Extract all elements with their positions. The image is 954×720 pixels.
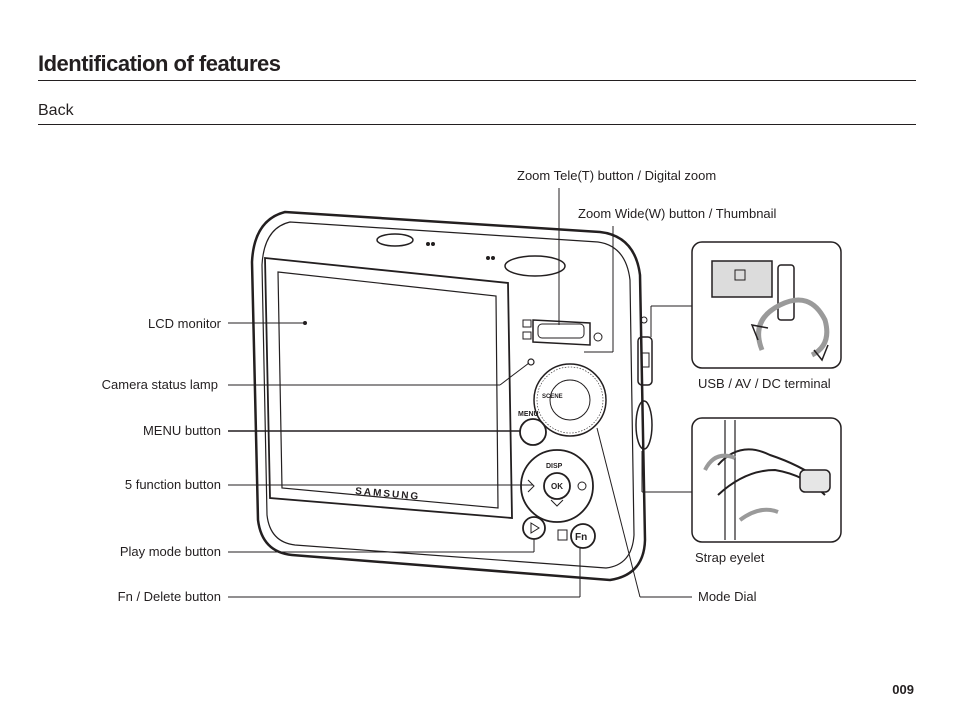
brand-logo-text: SAMSUNG: [355, 486, 421, 503]
menu-marking: MENU: [518, 411, 539, 418]
lcd-monitor: [264, 257, 513, 519]
camera-body: [250, 210, 647, 582]
camera-side-features: [635, 316, 653, 450]
mode-dial-label: Mode Dial: [698, 589, 757, 604]
ok-button[interactable]: [543, 472, 571, 500]
five-function-pad[interactable]: [520, 449, 594, 523]
leader-lines: [228, 188, 692, 598]
play-mode-button-label: Play mode button: [119, 544, 221, 559]
camera-status-lamp: [527, 358, 535, 366]
menu-button[interactable]: [519, 418, 547, 446]
section-title: Back: [38, 102, 74, 119]
camera-status-lamp-label: Camera status lamp: [101, 377, 218, 392]
mode-dial[interactable]: [533, 363, 607, 437]
section-divider: [38, 124, 916, 125]
zoom-lever[interactable]: [522, 319, 603, 346]
play-mode-button[interactable]: [522, 516, 546, 540]
strap-eyelet-inset: [691, 417, 842, 543]
usb-terminal-label: USB / AV / DC terminal: [698, 376, 831, 391]
fn-marking: Fn: [575, 532, 587, 543]
zoom-wide-label: Zoom Wide(W) button / Thumbnail: [578, 206, 777, 221]
camera-markings: SAMSUNG MENU DISP OK Fn SCENE: [355, 394, 587, 543]
fn-delete-button[interactable]: [557, 523, 596, 549]
scene-marking: SCENE: [542, 394, 563, 400]
lcd-monitor-label: LCD monitor: [148, 316, 221, 331]
menu-button-label: MENU button: [142, 423, 221, 438]
title-divider: [38, 80, 916, 81]
five-function-button-label: 5 function button: [124, 477, 221, 492]
zoom-tele-label: Zoom Tele(T) button / Digital zoom: [517, 168, 717, 183]
strap-eyelet-label: Strap eyelet: [695, 550, 765, 565]
fn-delete-button-label: Fn / Delete button: [117, 589, 221, 604]
usb-terminal-inset: [691, 241, 842, 369]
page-title: Identification of features: [38, 51, 281, 76]
disp-marking: DISP: [546, 463, 563, 470]
ok-marking: OK: [551, 482, 563, 491]
page-number: 009: [892, 682, 914, 697]
